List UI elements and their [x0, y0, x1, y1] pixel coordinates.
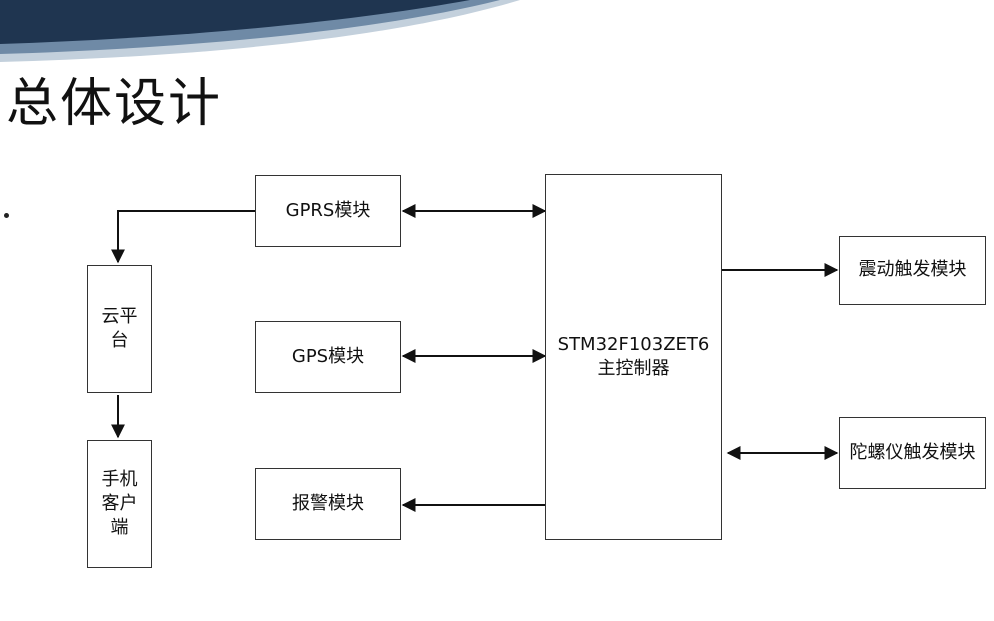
cloud-platform-label: 云平台 — [101, 305, 138, 351]
alarm-module-box: 报警模块 — [255, 468, 401, 540]
edge-gprs-cloud — [111, 210, 255, 264]
cloud-platform-box: 云平台 — [87, 265, 152, 393]
gps-module-box: GPS模块 — [255, 321, 401, 393]
bullet-dot — [4, 213, 9, 218]
mobile-client-box: 手机客户端 — [87, 440, 152, 568]
vibration-trigger-box: 震动触发模块 — [839, 236, 986, 305]
main-controller-label: STM32F103ZET6 主控制器 — [557, 333, 710, 379]
gprs-module-label: GPRS模块 — [285, 199, 371, 221]
gprs-module-box: GPRS模块 — [255, 175, 401, 247]
header-banner — [0, 0, 520, 62]
mobile-client-label: 手机客户端 — [101, 468, 138, 539]
gps-module-label: GPS模块 — [291, 345, 365, 367]
main-controller-box: STM32F103ZET6 主控制器 — [545, 174, 722, 540]
gyroscope-trigger-box: 陀螺仪触发模块 — [839, 417, 986, 489]
vibration-trigger-label: 震动触发模块 — [858, 259, 967, 281]
page-title: 总体设计 — [6, 74, 223, 134]
gyroscope-trigger-label: 陀螺仪触发模块 — [849, 441, 976, 463]
alarm-module-label: 报警模块 — [292, 492, 364, 514]
